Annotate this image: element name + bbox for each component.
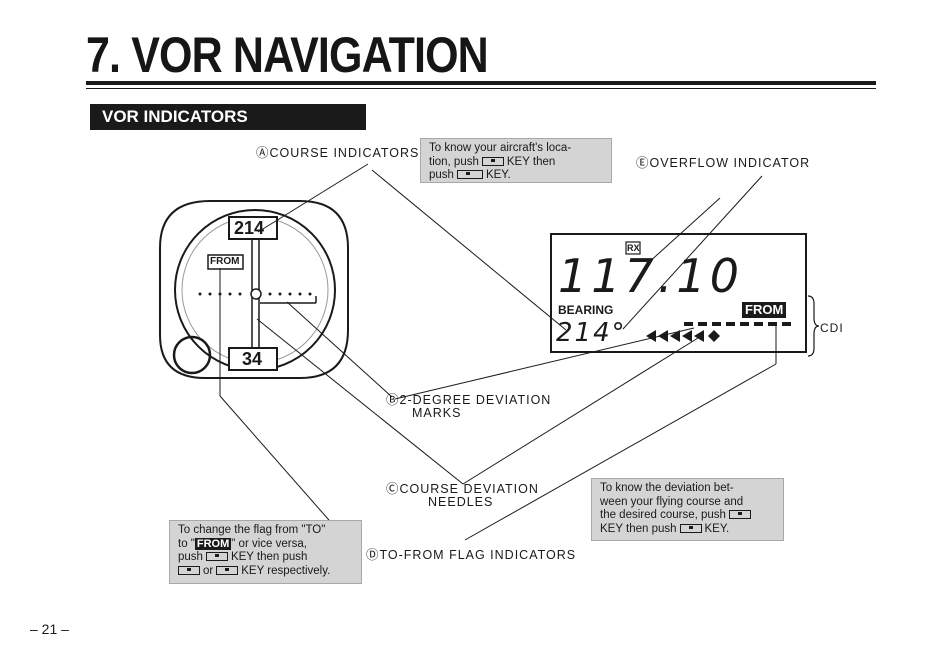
callout-overflow-indicator: ⒺOVERFLOW INDICATOR [636,156,811,170]
note-deviation-text: KEY then push [600,522,677,535]
callout-2-degree-marks-2: MARKS [412,406,462,420]
callout-to-from-flag: ⒹTO-FROM FLAG INDICATORS [366,548,577,562]
course-indicator-top: 214 [234,218,265,238]
from-flag-chip: FROM [194,537,232,550]
note-flag-text: push [178,551,203,563]
key-icon [205,552,228,562]
note-deviation: To know the deviation bet- ween your fly… [591,478,784,541]
note-aircraft-location: To know your aircraft's loca- tion, push… [420,138,612,183]
note-flag-line1: To change the flag from "TO" [178,524,326,536]
note-flag-text: or [203,564,214,577]
instrument-flag: FROM [210,256,240,267]
note-location-text: KEY. [485,169,511,181]
note-flag-line2: to "FROM" or vice versa, [178,537,353,552]
note-deviation-line1: To know the deviation bet- [600,482,734,494]
note-deviation-text: the desired course, push [600,509,726,521]
key-icon [456,170,483,180]
bearing-label: BEARING [558,303,614,317]
note-flag-text: to " [178,537,195,550]
note-location-line2: tion, push KEY then [429,156,603,170]
note-flag-text: " or vice versa, [231,537,307,550]
note-flag-change: To change the flag from "TO" to "FROM" o… [169,520,362,584]
key-icon [679,523,702,533]
note-deviation-line3: the desired course, push [600,509,775,523]
frequency-readout: 117.10 [558,249,743,303]
display-from-flag: FROM [742,302,787,318]
rx-indicator: RX [627,243,640,253]
callout-course-needles-2: NEEDLES [428,495,494,509]
page-number: – 21 – [30,621,69,637]
callout-course-needles: ⒸCOURSE DEVIATION [386,482,539,496]
note-flag-line3: push KEY then push [178,551,353,565]
note-deviation-line2: ween your flying course and [600,495,744,508]
note-location-text: push [429,169,454,181]
note-deviation-line4: KEY then push KEY. [600,523,775,537]
note-location-text: tion, push [429,155,479,168]
section-header: VOR INDICATORS [90,104,366,130]
key-icon [728,510,751,520]
key-icon [481,156,504,166]
note-location-line3: push KEY. [429,169,603,183]
note-flag-text: KEY then push [230,551,308,563]
cdi-label: CDI [820,321,844,335]
note-flag-line4: or KEY respectively. [178,565,353,579]
title-rule-thick [86,81,876,85]
callout-2-degree-marks: Ⓑ2-DEGREE DEVIATION [386,393,552,407]
callout-course-indicators: ⒶCOURSE INDICATORS [256,146,420,160]
note-flag-text: KEY respectively. [241,564,331,577]
note-location-line1: To know your aircraft's loca- [429,142,572,154]
key-icon [216,565,239,575]
key-icon [178,565,200,575]
note-deviation-text: KEY. [704,522,730,535]
course-indicator-bottom: 34 [242,349,263,369]
title-rule-thin [86,88,876,89]
bearing-readout: 214° [556,318,627,348]
note-location-text: KEY then [506,155,556,168]
page-title: 7. VOR NAVIGATION [86,27,489,83]
